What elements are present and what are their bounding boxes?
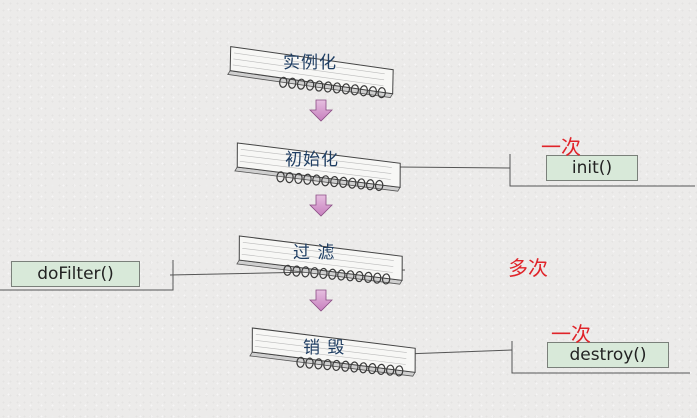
init-method-box: init() bbox=[546, 155, 638, 181]
down-arrow-3 bbox=[309, 289, 333, 312]
notebook-instantiate bbox=[227, 46, 394, 99]
down-arrow-2 bbox=[309, 194, 333, 217]
step-label-destroy: 销 毁 bbox=[303, 338, 346, 358]
connector-line-init bbox=[397, 166, 511, 169]
destroy-method-box: destroy() bbox=[547, 342, 669, 368]
notebook-filter bbox=[236, 235, 403, 285]
step-label-instantiate: 实例化 bbox=[283, 53, 337, 73]
down-arrow-1 bbox=[309, 99, 333, 122]
bracket-destroy bbox=[511, 341, 690, 374]
step-label-initialize: 初始化 bbox=[285, 150, 339, 170]
step-label-filter: 过 滤 bbox=[293, 243, 336, 263]
notebook-destroy bbox=[249, 327, 416, 377]
frequency-label-destroy: 一次 bbox=[551, 322, 591, 346]
frequency-label-init: 一次 bbox=[541, 135, 581, 159]
frequency-label-dofilter: 多次 bbox=[508, 256, 548, 280]
bracket-dofilter bbox=[0, 260, 174, 291]
dofilter-method-box: doFilter() bbox=[11, 261, 140, 287]
notebook-initialize bbox=[234, 142, 401, 192]
connector-line-destroy bbox=[404, 349, 513, 355]
bracket-init bbox=[509, 154, 695, 187]
